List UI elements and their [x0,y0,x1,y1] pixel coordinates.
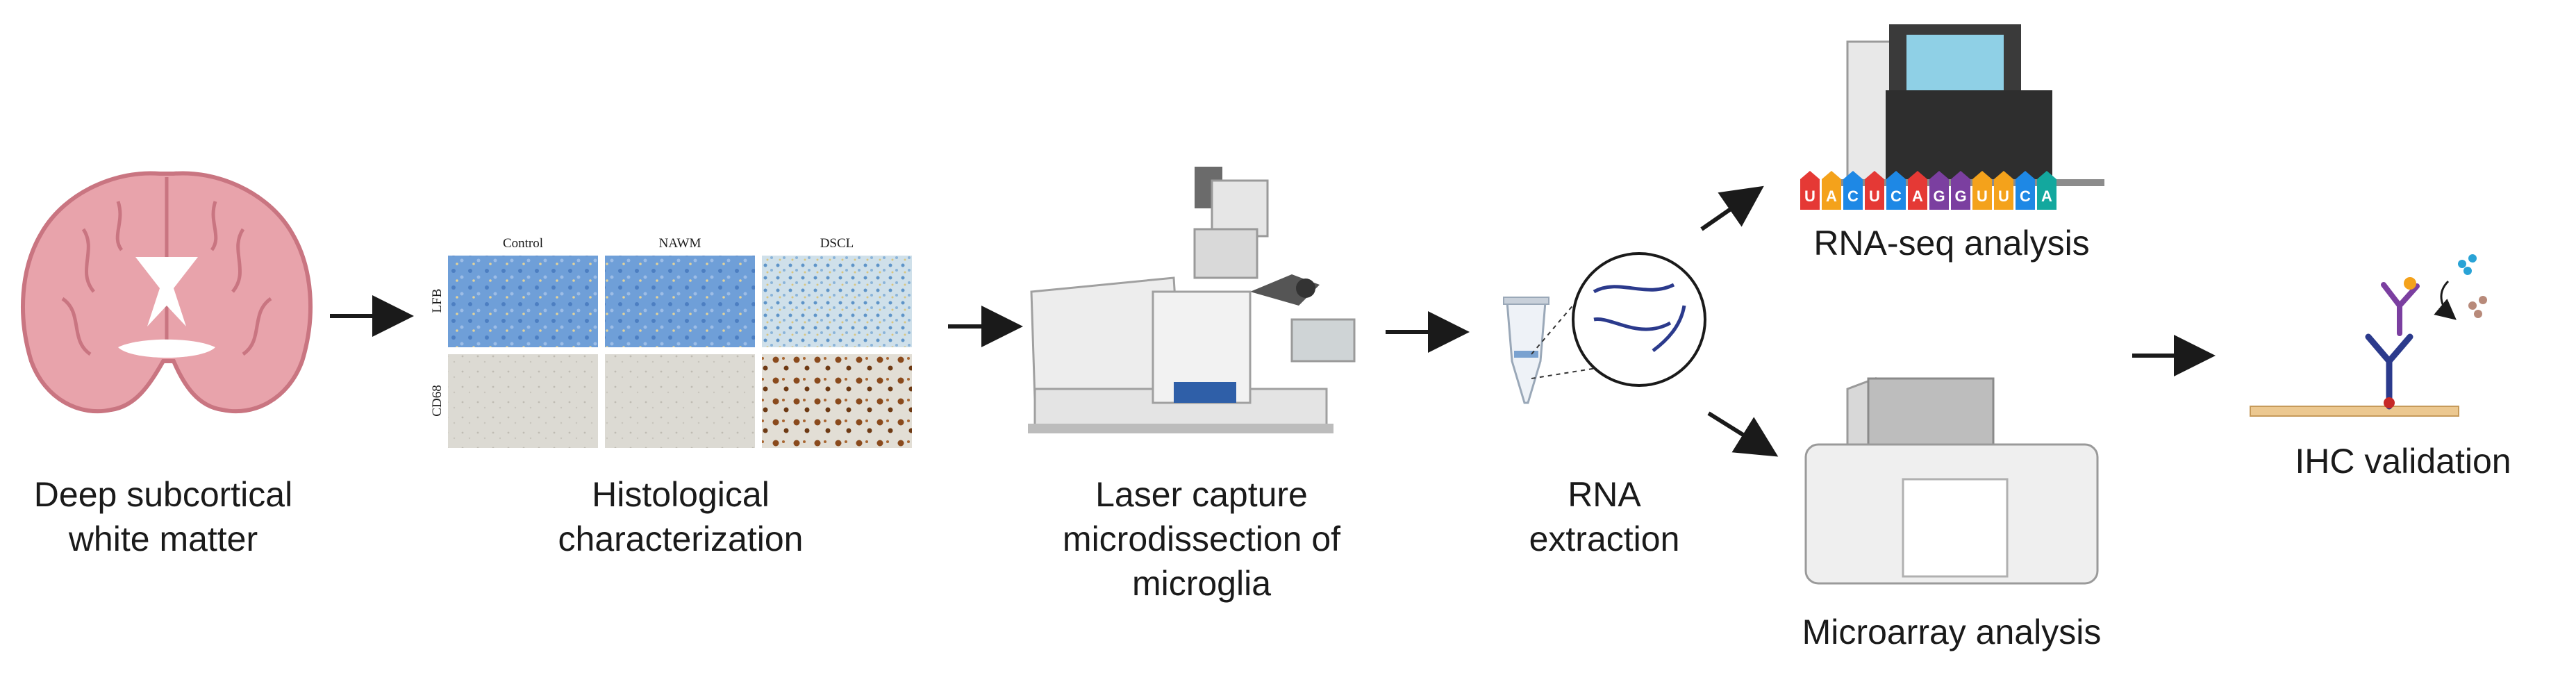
label-microarray: Microarray analysis [1750,610,2153,654]
panel-cd68-control [448,354,598,448]
nucleotide-cap [1951,171,1970,179]
nucleotide-tile [1994,179,2013,210]
hist-col-nawm: NAWM [658,236,701,251]
arrow-rna-rnaseq [1700,185,1764,231]
panel-cd68-dscl [762,354,912,448]
label-lcm-line3: microglia [1131,564,1272,603]
label-histology: Histological characterization [507,472,854,561]
label-ihc: IHC validation [2243,439,2563,483]
nucleotide-cap [1929,171,1949,179]
antibody-icon [2250,254,2487,417]
nucleotide-letter: C [2020,188,2031,205]
nucleotide-tile [1843,179,1863,210]
label-ihc-text: IHC validation [2295,442,2511,481]
nucleotide-letter: A [1826,188,1837,205]
tube-icon [1503,297,1549,404]
arrow-rna-microarray [1707,411,1779,457]
nucleotide-cap [2016,171,2035,179]
nucleotide-cap [1843,171,1863,179]
nucleotide-letter: C [1847,188,1859,205]
nucleotide-letter: A [1912,188,1923,205]
nucleotide-letter: U [1804,188,1815,205]
nucleotide-cap [1800,171,1820,179]
brain-icon [21,171,313,414]
sequencer-icon [1840,24,2104,186]
microscope-icon [1028,167,1356,433]
nucleotide-tile [1886,179,1906,210]
nucleotide-letter: A [2041,188,2052,205]
nucleotide-cap [1822,171,1841,179]
nucleotide-tile [1865,179,1884,210]
label-rnaseq: RNA-seq analysis [1764,221,2139,265]
label-rnaseq-text: RNA-seq analysis [1813,224,2090,263]
label-brain-line1: Deep subcortical [33,475,293,514]
nucleotide-tile [1908,179,1927,210]
nucleotide-cap [2037,171,2056,179]
nucleotide-tile [1822,179,1841,210]
label-histology-line1: Histological [592,475,770,514]
hist-col-control: Control [502,236,544,251]
label-brain: Deep subcortical white matter [0,472,326,561]
label-histology-line2: characterization [558,520,804,558]
label-lcm-line2: microdissection of [1062,520,1341,558]
nucleotide-cap [1886,171,1906,179]
nucleotide-tile [1972,179,1992,210]
nucleotide-tile [1800,179,1820,210]
label-lcm-line1: Laser capture [1095,475,1308,514]
arrows [330,185,2216,457]
hist-row-lfb: LFB [430,288,444,313]
nucleotide-letter: U [1869,188,1880,205]
rna-strand-icon [1572,252,1706,387]
nucleotide-tile [1929,179,1949,210]
histology-panels [448,256,912,448]
nucleotide-cap [1865,171,1884,179]
label-rna-line1: RNA [1568,475,1641,514]
nucleotide-letter: C [1891,188,1902,205]
nucleotide-letter: U [1998,188,2009,205]
microarray-scanner-icon [1804,376,2099,585]
panel-lfb-dscl [762,256,912,347]
hist-row-cd68: CD68 [430,385,444,417]
nucleotide-cap [1994,171,2013,179]
label-microarray-text: Microarray analysis [1802,613,2102,651]
panel-lfb-control [448,256,598,347]
nucleotide-cap [1908,171,1927,179]
nucleotide-tile [2016,179,2035,210]
nucleotide-cap [1972,171,1992,179]
label-brain-line2: white matter [68,520,258,558]
label-rna-line2: extraction [1529,520,1680,558]
panel-cd68-nawm [605,354,755,448]
nucleotide-letter: U [1977,188,1988,205]
panel-lfb-nawm [605,256,755,347]
nucleotide-tile [1951,179,1970,210]
hist-col-dscl: DSCL [820,236,854,251]
label-rna: RNA extraction [1459,472,1750,561]
nucleotide-letter: G [1933,188,1945,205]
nucleotide-letter: G [1954,188,1966,205]
label-lcm: Laser capture microdissection of microgl… [1021,472,1382,606]
nucleotide-tile [2037,179,2056,210]
